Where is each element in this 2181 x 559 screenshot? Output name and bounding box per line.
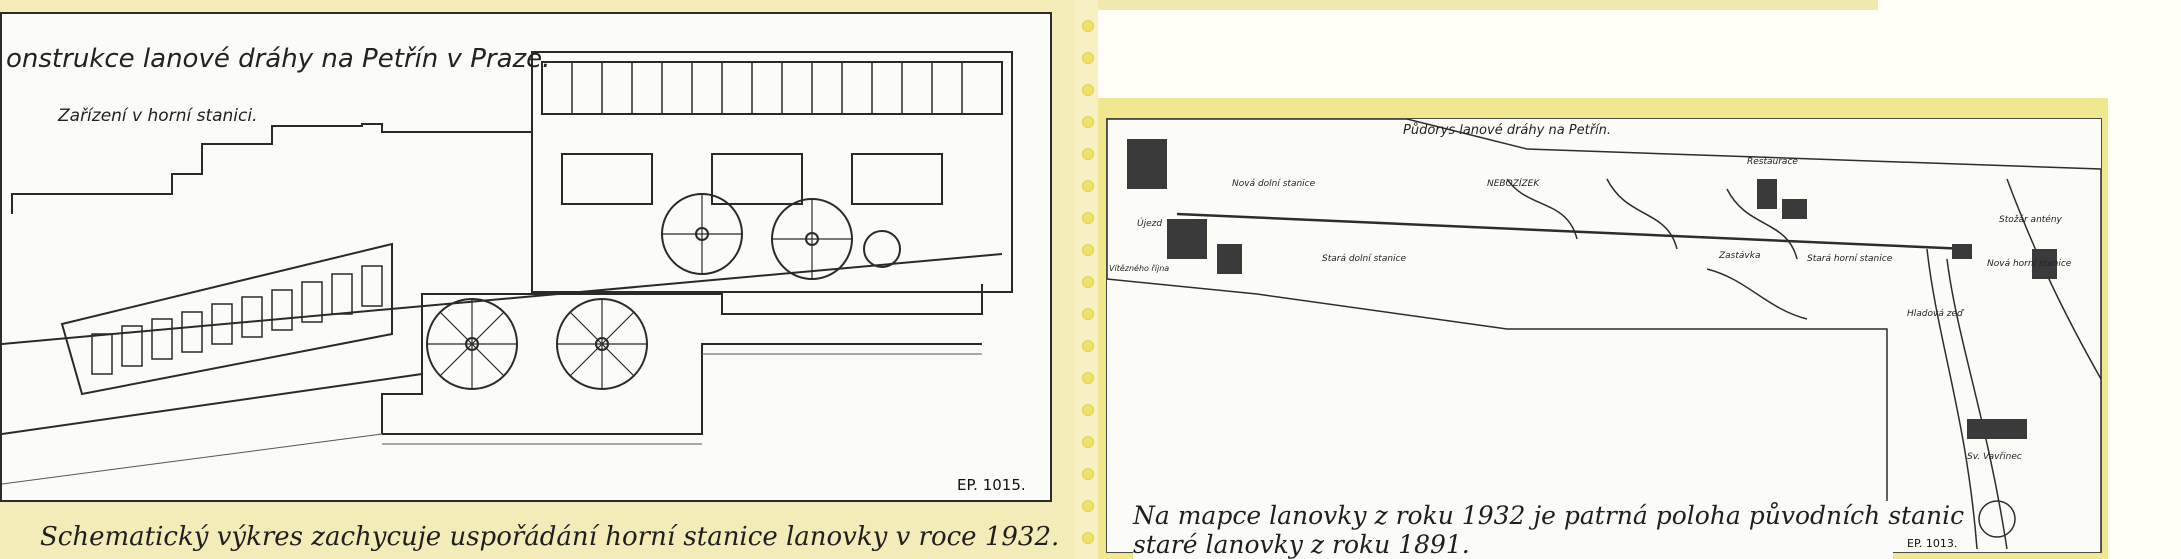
binding-hole — [1082, 212, 1094, 224]
right-caption-line: Na mapce lanovky z roku 1932 je patrná p… — [1133, 501, 1965, 530]
label-restaurace: Restaurace — [1747, 157, 1798, 167]
binding-hole — [1082, 340, 1094, 352]
map-frame: Půdorys lanové dráhy na Petřín. Nová dol… — [1098, 98, 2108, 559]
label-nebozizek: NEBOZÍZEK — [1487, 179, 1540, 189]
binding-hole — [1082, 468, 1094, 480]
binding-hole — [1082, 52, 1094, 64]
binding-hole — [1082, 372, 1094, 384]
binding-hole — [1082, 308, 1094, 320]
left-page: onstrukce lanové dráhy na Petřín v Praze… — [0, 0, 1075, 559]
technical-drawing: onstrukce lanové dráhy na Petřín v Praze… — [0, 12, 1052, 502]
label-stozar: Stožár antény — [1999, 215, 2062, 225]
map-ref: EP. 1013. — [1907, 537, 1958, 550]
label-ujezd: Újezd — [1137, 219, 1163, 229]
binding-hole — [1082, 500, 1094, 512]
right-caption: Na mapce lanovky z roku 1932 je patrná p… — [1133, 501, 1965, 559]
label-nova-dolni: Nová dolní stanice — [1232, 179, 1316, 189]
binding-hole — [1082, 404, 1094, 416]
binding-hole — [1082, 532, 1094, 544]
binding-hole — [1082, 436, 1094, 448]
right-caption-line: staré lanovky z roku 1891. — [1133, 530, 1470, 559]
top-strip — [1098, 0, 1878, 10]
label-stara-horni: Stará horní stanice — [1807, 254, 1893, 264]
binding-hole — [1082, 20, 1094, 32]
station-drawing-graphic — [2, 51, 1013, 485]
binding-hole — [1082, 148, 1094, 160]
binding-hole — [1082, 116, 1094, 128]
label-hladova-zed: Hladová zeď — [1907, 309, 1963, 319]
binding-hole — [1082, 276, 1094, 288]
right-page: Půdorys lanové dráhy na Petřín. Nová dol… — [1098, 0, 2181, 559]
label-sv-vavrinec: Sv. Vavřinec — [1967, 452, 2022, 462]
route-map-graphic — [1107, 119, 2101, 552]
drawing-subtitle: Zařízení v horní stanici. — [58, 106, 258, 126]
drawing-ref: EP. 1015. — [957, 476, 1026, 494]
binding-hole — [1082, 84, 1094, 96]
binding-hole — [1082, 180, 1094, 192]
map-panel: Půdorys lanové dráhy na Petřín. Nová dol… — [1106, 118, 2102, 559]
map-title: Půdorys lanové dráhy na Petřín. — [1403, 123, 1612, 138]
binding-hole — [1082, 244, 1094, 256]
drawing-title: onstrukce lanové dráhy na Petřín v Praze… — [6, 44, 551, 74]
label-stara-dolni: Stará dolní stanice — [1322, 254, 1407, 264]
left-caption: Schematický výkres zachycuje uspořádání … — [40, 522, 1060, 552]
label-nova-horni: Nová horní stanice — [1987, 259, 2072, 269]
binding-strip — [1078, 0, 1098, 559]
label-zastavka: Zastávka — [1719, 251, 1761, 261]
label-vitezne: Vítězného října — [1109, 264, 1170, 273]
